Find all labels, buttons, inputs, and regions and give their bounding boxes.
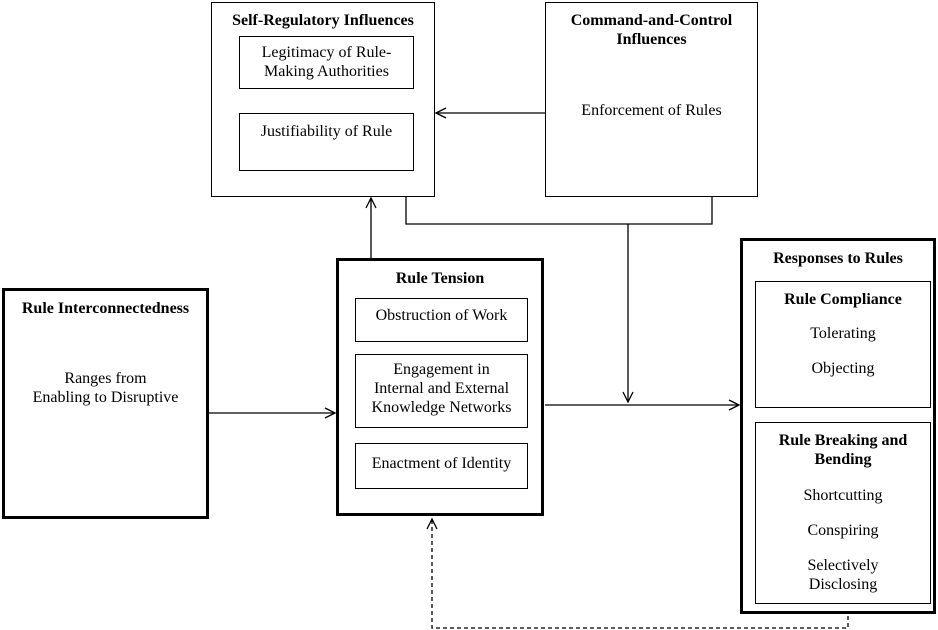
breaking-title: Rule Breaking and Bending — [778, 432, 908, 468]
legitimacy-label: Legitimacy of Rule- Making Authorities — [261, 44, 392, 80]
objecting-label: Objecting — [811, 360, 875, 377]
obstruction-label: Obstruction of Work — [375, 307, 508, 324]
compliance-title: Rule Compliance — [784, 291, 902, 308]
shortcutting-label: Shortcutting — [803, 487, 883, 504]
selectively-disclosing-label: Selectively Disclosing — [807, 557, 879, 593]
enactment-box: Enactment of Identity — [355, 443, 528, 489]
engagement-box: Engagement in Internal and External Know… — [355, 354, 528, 428]
command-control-box: Command-and-Control Influences Enforceme… — [545, 2, 758, 197]
rule-tension-title: Rule Tension — [395, 270, 485, 287]
legitimacy-box: Legitimacy of Rule- Making Authorities — [239, 36, 414, 89]
tolerating-label: Tolerating — [810, 325, 876, 342]
influences-bracket — [405, 196, 713, 225]
rule-interconnectedness-box: Rule Interconnectedness Ranges from Enab… — [2, 288, 209, 519]
responses-to-rules-box: Responses to Rules Rule Compliance Toler… — [740, 238, 936, 614]
enactment-label: Enactment of Identity — [371, 455, 512, 472]
rule-tension-box: Rule Tension Obstruction of Work Engagem… — [336, 258, 544, 516]
enforcement-label: Enforcement of Rules — [581, 102, 722, 119]
responses-title: Responses to Rules — [773, 250, 903, 267]
self-regulatory-title: Self-Regulatory Influences — [232, 12, 414, 29]
engagement-label: Engagement in Internal and External Know… — [371, 361, 512, 416]
rule-breaking-box: Rule Breaking and Bending Shortcutting C… — [755, 422, 931, 604]
obstruction-box: Obstruction of Work — [355, 298, 528, 342]
interconnectedness-title: Rule Interconnectedness — [21, 300, 190, 317]
rule-compliance-box: Rule Compliance Tolerating Objecting — [755, 281, 931, 408]
justifiability-box: Justifiability of Rule — [239, 113, 414, 171]
command-control-title: Command-and-Control Influences — [570, 12, 733, 48]
justifiability-label: Justifiability of Rule — [260, 123, 393, 140]
conspiring-label: Conspiring — [807, 522, 879, 539]
interconnectedness-body: Ranges from Enabling to Disruptive — [32, 370, 179, 406]
self-regulatory-influences-box: Self-Regulatory Influences Legitimacy of… — [211, 2, 435, 197]
